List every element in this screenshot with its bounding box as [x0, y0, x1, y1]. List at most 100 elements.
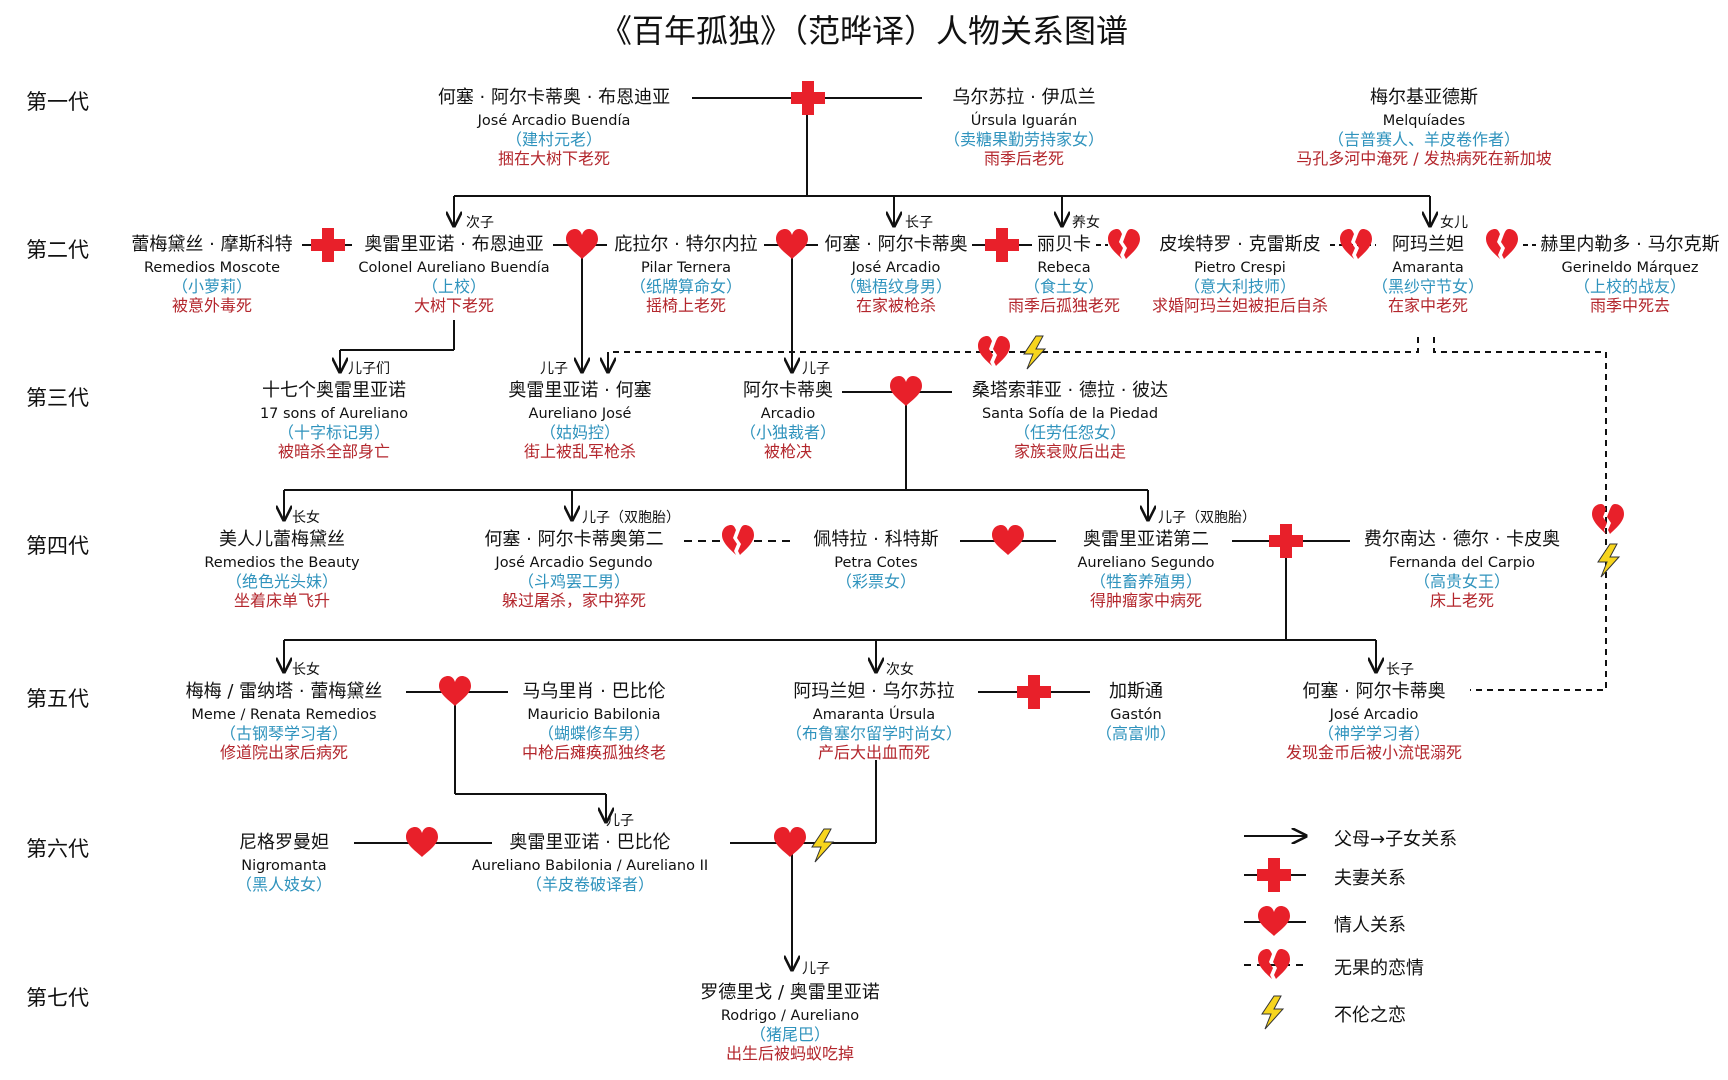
- lover-heart-icon: [890, 376, 922, 406]
- person-gerineldo: 赫里内勒多 · 马尔克斯 Gerineldo Márquez （上校的战友） 雨…: [1540, 234, 1719, 315]
- legend-lover: 情人关系: [1334, 915, 1406, 936]
- person-name-en: Remedios the Beauty: [204, 554, 360, 571]
- person-name-en: Amaranta: [1392, 259, 1464, 276]
- legend-fruitless-love: 无果的恋情: [1334, 958, 1424, 979]
- person-nickname: （彩票女）: [835, 571, 917, 591]
- relation-label: 次子: [466, 215, 494, 231]
- person-name: 阿玛兰妲 · 乌尔苏拉: [793, 681, 955, 702]
- person-name-en: Rebeca: [1037, 259, 1091, 276]
- person-name: 阿尔卡蒂奥: [742, 380, 833, 401]
- person-nickname: （建村元老）: [505, 129, 602, 149]
- person-name: 乌尔苏拉 · 伊瓜兰: [952, 87, 1096, 108]
- marriage-cross-icon: [311, 228, 345, 262]
- person-pilar: 庇拉尔 · 特尔内拉 Pilar Ternera （纸牌算命女） 摇椅上老死: [614, 234, 757, 315]
- person-name-en: Remedios Moscote: [143, 259, 281, 276]
- person-name-en: Meme / Renata Remedios: [191, 706, 377, 723]
- lover-heart-icon: [439, 676, 471, 706]
- person-fate: 坐着床单飞升: [233, 591, 330, 611]
- person-name-en: Aureliano José: [528, 405, 632, 422]
- person-jose-arcadio-buendia: 何塞 · 阿尔卡蒂奥 · 布恩迪亚 José Arcadio Buendía （…: [438, 87, 670, 168]
- person-name-en: Aureliano Segundo: [1077, 554, 1215, 571]
- person-remedios-the-beauty: 美人儿蕾梅黛丝 Remedios the Beauty （绝色光头妹） 坐着床单…: [204, 529, 359, 610]
- person-melquiades: 梅尔基亚德斯 Melquíades （吉普赛人、羊皮卷作者） 马孔多河中淹死 /…: [1296, 87, 1552, 168]
- person-name-en: Arcadio: [760, 405, 816, 422]
- person-mauricio-babilonia: 马乌里肖 · 巴比伦 Mauricio Babilonia （蝴蝶修车男） 中枪…: [522, 681, 666, 762]
- marriage-cross-icon: [1269, 524, 1303, 558]
- person-name: 费尔南达 · 德尔 · 卡皮奥: [1363, 529, 1561, 550]
- person-nickname: （黑纱守节女）: [1371, 276, 1485, 296]
- person-name: 佩特拉 · 科特斯: [813, 529, 939, 550]
- person-name-en: Amaranta Úrsula: [812, 706, 936, 723]
- person-nickname: （上校的战友）: [1573, 276, 1687, 296]
- person-santa-sofia: 桑塔索菲亚 · 德拉 · 彼达 Santa Sofía de la Piedad…: [972, 380, 1168, 461]
- person-fernanda: 费尔南达 · 德尔 · 卡皮奥 Fernanda del Carpio （高贵女…: [1364, 529, 1560, 610]
- broken-heart-icon: [1592, 504, 1624, 534]
- person-fate: 马孔多河中淹死 / 发热病死在新加坡: [1296, 149, 1552, 169]
- person-amaranta-ursula: 阿玛兰妲 · 乌尔苏拉 Amaranta Úrsula （布鲁塞尔留学时尚女） …: [786, 681, 962, 762]
- person-name: 尼格罗曼妲: [238, 832, 329, 853]
- broken-heart-icon: [1340, 229, 1372, 259]
- person-fate: 在家被枪杀: [855, 296, 937, 316]
- generation-label-3: 第三代: [26, 386, 89, 410]
- person-name-en: Pietro Crespi: [1194, 259, 1286, 276]
- person-aureliano-segundo: 奥雷里亚诺第二 Aureliano Segundo （牲畜养殖男） 得肿瘤家中病…: [1077, 529, 1214, 610]
- person-name: 何塞 · 阿尔卡蒂奥 · 布恩迪亚: [437, 87, 671, 108]
- person-rebeca: 丽贝卡 Rebeca （食土女） 雨季后孤独老死: [1008, 234, 1120, 315]
- person-nickname: （吉普赛人、羊皮卷作者）: [1327, 129, 1521, 149]
- generation-label-7: 第七代: [26, 986, 89, 1010]
- person-name-en: Aureliano Babilonia / Aureliano II: [471, 857, 709, 874]
- person-name-en: José Arcadio: [1329, 706, 1419, 723]
- lightning-icon: [1597, 543, 1620, 578]
- person-name: 何塞 · 阿尔卡蒂奥: [1302, 681, 1446, 702]
- person-name-en: Petra Cotes: [834, 554, 918, 571]
- relation-label: 儿子（双胞胎）: [582, 510, 680, 526]
- page-title: 《百年孤独》（范晔译）人物关系图谱: [599, 12, 1128, 50]
- person-nickname: （小萝莉）: [171, 276, 253, 296]
- person-fate: 雨季后老死: [983, 149, 1065, 169]
- legend-lightning-icon: [1261, 995, 1284, 1030]
- person-fate: 被暗杀全部身亡: [277, 442, 391, 462]
- relation-label: 儿子: [606, 813, 634, 829]
- lightning-icon: [811, 828, 834, 863]
- person-meme: 梅梅 / 雷纳塔 · 蕾梅黛丝 Meme / Renata Remedios （…: [186, 681, 383, 762]
- person-fate: 发现金币后被小流氓溺死: [1285, 743, 1463, 763]
- relation-label: 长子: [1386, 662, 1414, 678]
- person-name: 梅梅 / 雷纳塔 · 蕾梅黛丝: [185, 681, 383, 702]
- relation-label: 儿子: [802, 361, 830, 377]
- legend-cross-icon: [1257, 858, 1291, 892]
- relation-label: 女儿: [1440, 215, 1468, 231]
- person-fate: 摇椅上老死: [645, 296, 727, 316]
- relation-label: 儿子: [540, 361, 568, 377]
- person-remedios-moscote: 蕾梅黛丝 · 摩斯科特 Remedios Moscote （小萝莉） 被意外毒死: [131, 234, 292, 315]
- person-jose-arcadio: 何塞 · 阿尔卡蒂奥 José Arcadio （魁梧纹身男） 在家被枪杀: [824, 234, 967, 315]
- person-nickname: （任劳任怨女）: [1013, 422, 1126, 442]
- person-name-en: Pilar Ternera: [641, 259, 731, 276]
- generation-label-6: 第六代: [26, 837, 89, 861]
- person-name: 皮埃特罗 · 克雷斯皮: [1159, 234, 1321, 255]
- person-name: 蕾梅黛丝 · 摩斯科特: [131, 234, 293, 255]
- person-fate: 躲过屠杀，家中猝死: [501, 591, 647, 611]
- person-fate: 出生后被蚂蚁吃掉: [725, 1044, 855, 1064]
- person-name-en: Nigromanta: [241, 857, 327, 874]
- lightning-icon: [1023, 335, 1046, 370]
- person-nickname: （食土女）: [1023, 276, 1105, 296]
- person-rodrigo-aureliano: 罗德里戈 / 奥雷里亚诺 Rodrigo / Aureliano （猪尾巴） 出…: [700, 982, 880, 1063]
- person-name: 梅尔基亚德斯: [1369, 87, 1478, 108]
- person-nickname: （蝴蝶修车男）: [537, 723, 651, 743]
- person-name: 阿玛兰妲: [1391, 234, 1464, 255]
- lover-heart-icon: [776, 229, 808, 259]
- person-name-en: José Arcadio Buendía: [477, 112, 631, 129]
- marriage-cross-icon: [791, 81, 825, 115]
- person-name-en: Fernanda del Carpio: [1389, 554, 1535, 571]
- person-nickname: （上校）: [421, 276, 487, 296]
- person-fate: 家族衰败后出走: [1013, 442, 1126, 462]
- person-arcadio: 阿尔卡蒂奥 Arcadio （小独裁者） 被枪决: [740, 380, 836, 461]
- person-name: 美人儿蕾梅黛丝: [219, 529, 345, 550]
- person-petra-cotes: 佩特拉 · 科特斯 Petra Cotes （彩票女）: [813, 529, 938, 591]
- relation-label: 次女: [886, 662, 914, 678]
- person-fate: 得肿瘤家中病死: [1089, 591, 1203, 611]
- legend-heart-icon: [1258, 906, 1290, 936]
- person-name-en: José Arcadio Segundo: [495, 554, 653, 571]
